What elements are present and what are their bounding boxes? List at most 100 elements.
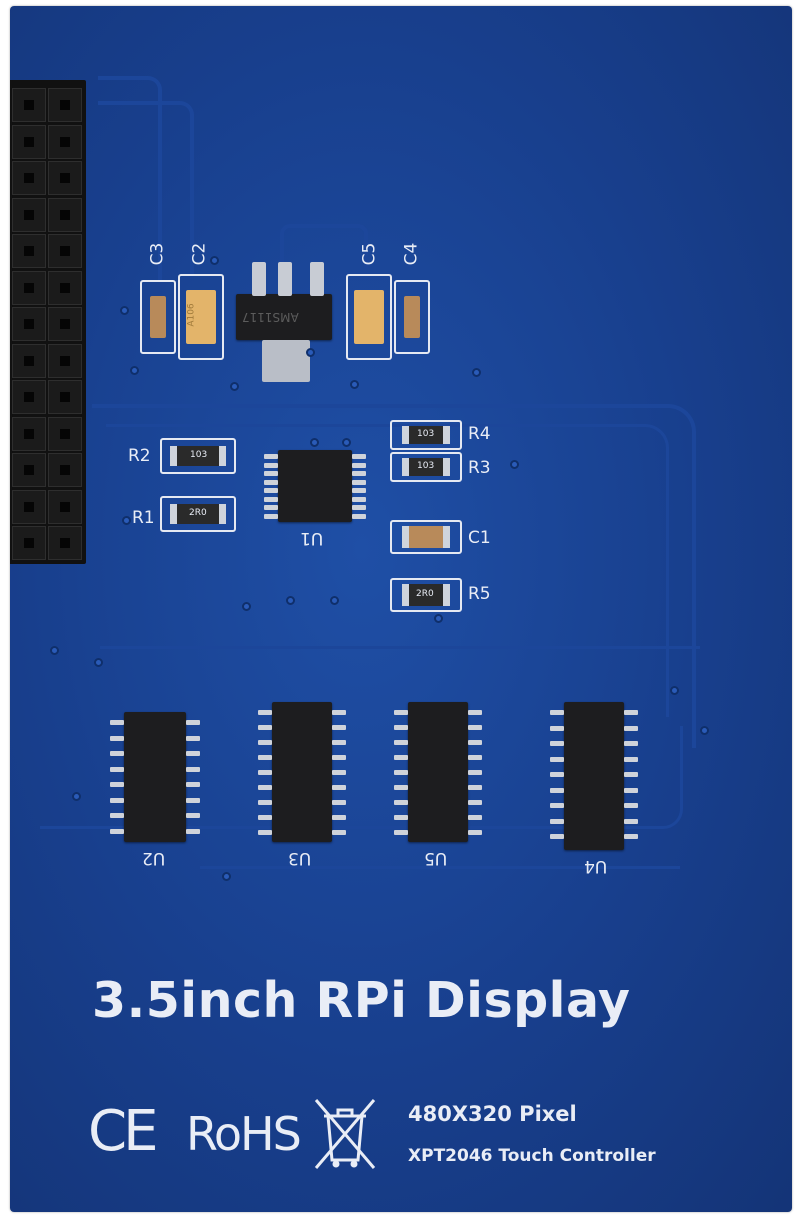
ic-pin bbox=[550, 803, 564, 808]
ic-pin bbox=[468, 710, 482, 715]
ic-pin bbox=[264, 513, 278, 519]
ic-pin bbox=[468, 815, 482, 820]
ic-pin bbox=[468, 800, 482, 805]
r3-label: R3 bbox=[468, 458, 491, 478]
c4-footprint bbox=[394, 280, 430, 354]
ic-pin bbox=[258, 725, 272, 730]
c3-capacitor bbox=[150, 296, 166, 338]
header-pin bbox=[12, 307, 46, 341]
regulator-pin bbox=[278, 262, 292, 296]
c4-label: C4 bbox=[401, 242, 422, 266]
r5-footprint bbox=[390, 578, 462, 612]
ic-pin bbox=[624, 710, 638, 715]
ic-pin bbox=[394, 785, 408, 790]
r1-code: 2R0 bbox=[189, 508, 207, 518]
ic-pin bbox=[352, 471, 366, 476]
header-pin bbox=[12, 197, 46, 232]
u5-label: U5 bbox=[424, 848, 448, 868]
ic-pin bbox=[394, 800, 408, 805]
ic-pin bbox=[352, 454, 366, 459]
via bbox=[434, 614, 443, 623]
header-pin bbox=[48, 526, 82, 560]
via bbox=[472, 368, 481, 377]
r3-resistor: 103 bbox=[402, 458, 450, 476]
ic-pin bbox=[468, 785, 482, 790]
ic-pin bbox=[394, 830, 408, 835]
ic-pin bbox=[186, 720, 200, 725]
ic-pin bbox=[352, 479, 366, 485]
ic-pin bbox=[624, 741, 638, 746]
r5-code: 2R0 bbox=[416, 589, 434, 599]
ic-pin bbox=[332, 725, 346, 730]
ic-pin bbox=[186, 735, 200, 741]
ic-pin bbox=[624, 818, 638, 824]
ic-pin bbox=[352, 496, 366, 502]
ic-pin bbox=[110, 813, 124, 818]
c5-footprint bbox=[346, 274, 392, 360]
header-pin bbox=[12, 270, 46, 305]
r1-resistor: 2R0 bbox=[170, 504, 226, 524]
ic-pin bbox=[332, 815, 346, 820]
c2-code: A106 bbox=[186, 303, 197, 327]
ic-pin bbox=[258, 815, 272, 820]
u3-label: U3 bbox=[288, 848, 312, 868]
r2-footprint bbox=[160, 438, 236, 474]
header-pin bbox=[48, 124, 82, 159]
ic-pin bbox=[624, 725, 638, 731]
u3-ic bbox=[272, 702, 332, 842]
ic-pin bbox=[394, 725, 408, 730]
touch-controller-text: XPT2046 Touch Controller bbox=[408, 1146, 656, 1166]
trace bbox=[280, 224, 368, 268]
ic-pin bbox=[550, 834, 564, 839]
ic-pin bbox=[332, 770, 346, 775]
ic-pin bbox=[550, 756, 564, 762]
via bbox=[310, 438, 319, 447]
r4-resistor: 103 bbox=[402, 426, 450, 444]
header-pin bbox=[12, 234, 46, 268]
header-pin bbox=[48, 489, 82, 524]
c1-label: C1 bbox=[468, 528, 491, 548]
r5-label: R5 bbox=[468, 584, 491, 604]
ic-pin bbox=[332, 800, 346, 805]
via bbox=[120, 306, 129, 315]
r1-label: R1 bbox=[132, 508, 155, 528]
ic-pin bbox=[352, 505, 366, 510]
ic-pin bbox=[258, 740, 272, 745]
pcb-board: A106 C3 C2 AMS1117 C5 C4 R2 103 R1 2R0 U… bbox=[10, 6, 792, 1212]
ic-pin bbox=[468, 725, 482, 730]
via bbox=[350, 380, 359, 389]
c4-capacitor bbox=[404, 296, 420, 338]
ic-pin bbox=[258, 785, 272, 790]
header-pin bbox=[12, 416, 46, 451]
ic-pin bbox=[264, 479, 278, 485]
header-pin bbox=[48, 234, 82, 268]
ic-pin bbox=[264, 505, 278, 510]
ic-pin bbox=[258, 755, 272, 760]
header-pin bbox=[12, 380, 46, 414]
header-pin bbox=[48, 453, 82, 487]
ic-pin bbox=[186, 751, 200, 756]
ic-pin bbox=[258, 770, 272, 775]
u4-label: U4 bbox=[584, 856, 608, 876]
header-pin bbox=[12, 343, 46, 378]
header-pin bbox=[48, 343, 82, 378]
r1-footprint bbox=[160, 496, 236, 532]
ic-pin bbox=[394, 755, 408, 760]
via bbox=[130, 366, 139, 375]
c1-capacitor bbox=[402, 526, 450, 548]
rohs-mark: RoHS bbox=[186, 1107, 302, 1161]
via bbox=[94, 658, 103, 667]
ic-pin bbox=[186, 797, 200, 803]
r5-resistor: 2R0 bbox=[402, 584, 450, 606]
regulator-tab bbox=[262, 340, 310, 382]
header-pin bbox=[48, 197, 82, 232]
via bbox=[670, 686, 679, 695]
regulator-ams1117: AMS1117 bbox=[236, 294, 332, 340]
ic-pin bbox=[550, 725, 564, 731]
ic-pin bbox=[110, 751, 124, 756]
ic-pin bbox=[468, 755, 482, 760]
resolution-text: 480X320 Pixel bbox=[408, 1102, 577, 1126]
ic-pin bbox=[264, 471, 278, 476]
via bbox=[510, 460, 519, 469]
ic-pin bbox=[394, 770, 408, 775]
